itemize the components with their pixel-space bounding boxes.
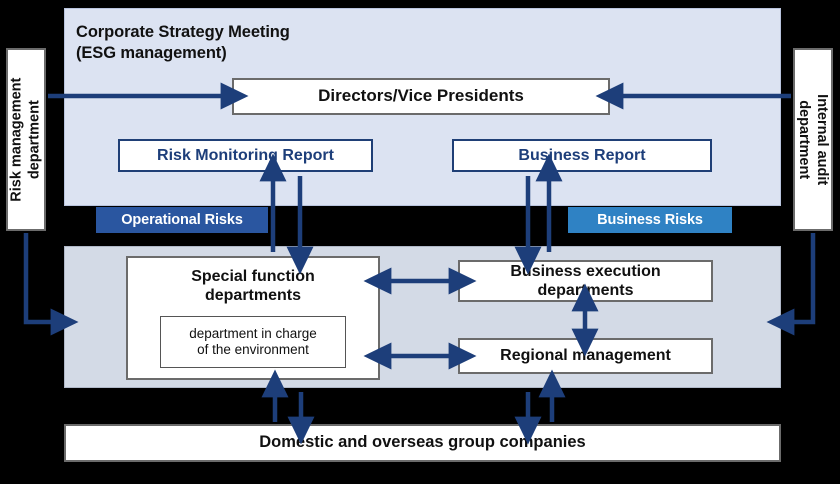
special-function-departments-box[interactable]: Special function departments department … [126, 256, 380, 380]
risk-management-department-line-1: Risk management [8, 77, 25, 202]
business-report-label: Business Report [518, 146, 646, 164]
internal-audit-department-label: Internal audit department [795, 93, 831, 186]
business-execution-departments-box[interactable]: Business execution departments [458, 260, 713, 302]
panel-title: Corporate Strategy Meeting (ESG manageme… [76, 22, 496, 64]
group-companies-box[interactable]: Domestic and overseas group companies [64, 424, 781, 462]
panel-title-line-2: (ESG management) [76, 44, 227, 63]
environment-department-line-1: department in charge [189, 325, 317, 341]
business-execution-departments-label: Business execution departments [510, 262, 660, 300]
special-function-line-1: Special function [191, 268, 315, 285]
business-report-box[interactable]: Business Report [452, 139, 712, 172]
operational-risks-badge: Operational Risks [96, 207, 268, 233]
arrow-risk-dept-to-execution-panel [23, 233, 79, 336]
directors-vice-presidents-box[interactable]: Directors/Vice Presidents [232, 78, 610, 115]
risk-management-department-box[interactable]: Risk management department [6, 48, 46, 231]
environment-department-label: department in charge of the environment [189, 326, 317, 360]
risk-management-department-label: Risk management department [8, 77, 43, 201]
business-risks-label: Business Risks [597, 212, 703, 228]
risk-management-department-line-2: department [26, 100, 43, 179]
operational-risks-label: Operational Risks [121, 212, 243, 228]
internal-audit-department-line-1: Internal audit [814, 93, 831, 186]
risk-monitoring-report-label: Risk Monitoring Report [157, 146, 334, 164]
regional-management-box[interactable]: Regional management [458, 338, 713, 374]
risk-monitoring-report-box[interactable]: Risk Monitoring Report [118, 139, 373, 172]
special-function-departments-label: Special function departments [191, 267, 315, 305]
panel-title-line-1: Corporate Strategy Meeting [76, 23, 290, 41]
environment-department-line-2: of the environment [197, 342, 309, 358]
directors-vice-presidents-label: Directors/Vice Presidents [318, 86, 524, 106]
regional-management-label: Regional management [500, 347, 671, 365]
group-companies-label: Domestic and overseas group companies [259, 433, 586, 452]
business-execution-line-1: Business execution [510, 262, 661, 280]
environment-department-box[interactable]: department in charge of the environment [160, 316, 346, 369]
internal-audit-department-box[interactable]: Internal audit department [793, 48, 833, 231]
business-risks-badge: Business Risks [568, 207, 732, 233]
internal-audit-department-line-2: department [797, 100, 814, 179]
arrow-internal-audit-to-execution-panel [766, 233, 816, 336]
special-function-line-2: departments [204, 287, 301, 305]
business-execution-line-2: departments [537, 282, 634, 299]
